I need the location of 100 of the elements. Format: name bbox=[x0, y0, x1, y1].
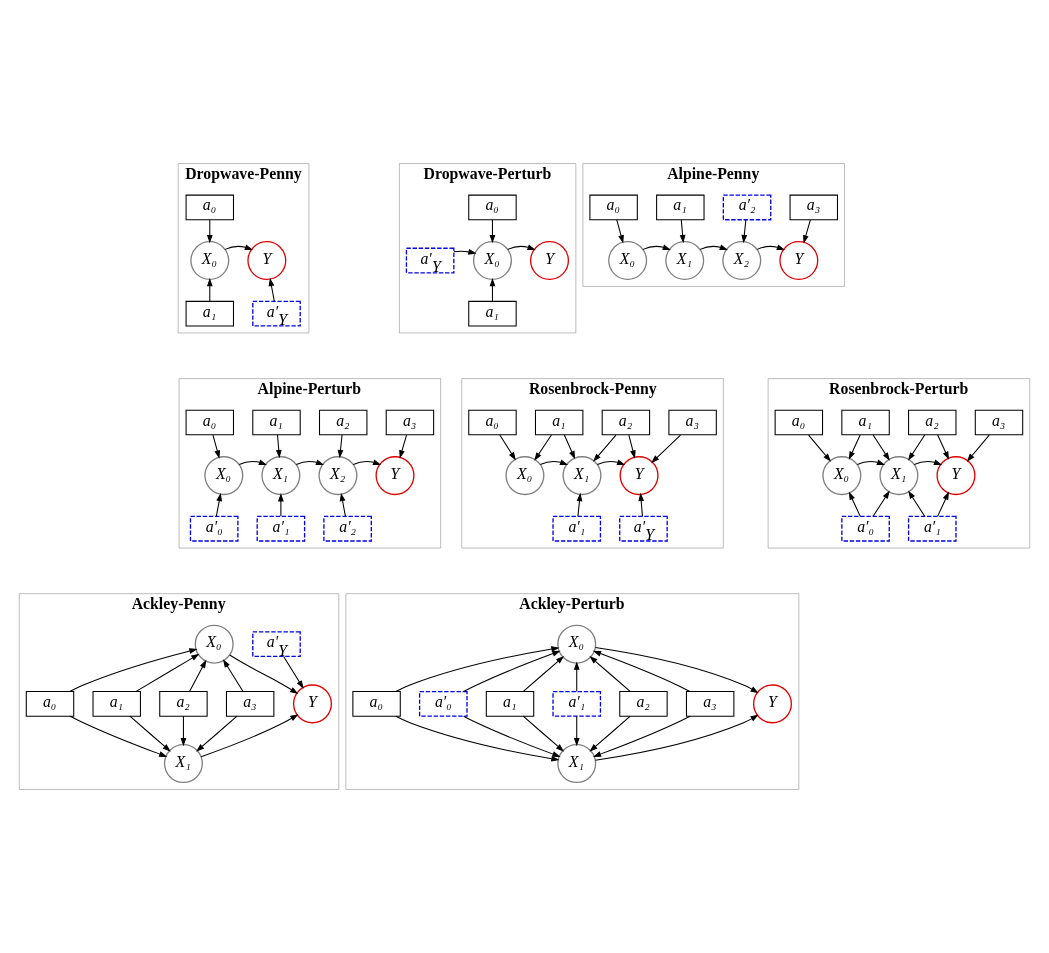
arrow bbox=[573, 715, 580, 747]
node-circle: X₀ bbox=[472, 241, 512, 281]
arrow bbox=[589, 656, 631, 692]
arrow bbox=[908, 434, 926, 461]
node-box: a′₁ bbox=[552, 690, 602, 717]
node-box: a₃ bbox=[789, 194, 838, 221]
arrow bbox=[278, 493, 284, 517]
node-box: a₂ bbox=[159, 691, 208, 717]
node-box: a′₁ bbox=[552, 515, 602, 542]
node-box: a₃ bbox=[225, 691, 275, 717]
node-box: a₃ bbox=[974, 409, 1024, 436]
node-box: a′₂ bbox=[323, 515, 372, 542]
node-box: a₀ bbox=[774, 409, 824, 436]
arrow bbox=[463, 715, 561, 757]
node-circle: Y bbox=[292, 684, 333, 724]
arrow bbox=[395, 646, 560, 692]
node-circle: X₁ bbox=[261, 456, 301, 496]
node-box: a₂ bbox=[601, 409, 651, 436]
node-box: a′₂ bbox=[722, 194, 772, 221]
node-box: a′₁ bbox=[256, 515, 306, 542]
node-box: a₁ bbox=[252, 409, 301, 436]
arrow bbox=[69, 715, 168, 757]
arrow bbox=[534, 434, 552, 461]
arrow bbox=[352, 459, 382, 466]
arrow bbox=[395, 715, 560, 762]
arrow bbox=[463, 650, 561, 693]
node-circle: X₁ bbox=[665, 241, 705, 281]
node-box: a₃ bbox=[685, 691, 735, 717]
node-circle: X₂ bbox=[722, 241, 762, 281]
arrow bbox=[872, 434, 890, 461]
arrow bbox=[642, 244, 671, 250]
arrow bbox=[180, 715, 187, 747]
arrow bbox=[206, 278, 213, 302]
arrow bbox=[337, 434, 344, 459]
node-box: a₁ bbox=[92, 691, 141, 717]
arrow bbox=[638, 492, 645, 517]
arrow bbox=[229, 654, 299, 694]
arrow bbox=[573, 661, 580, 693]
node-box: a₀ bbox=[185, 409, 234, 436]
arrow bbox=[563, 434, 576, 460]
arrow bbox=[872, 490, 890, 517]
arrow bbox=[399, 434, 408, 459]
arrow bbox=[594, 714, 759, 761]
node-box: a₀ bbox=[185, 194, 234, 221]
arrow bbox=[592, 715, 691, 757]
arrow bbox=[908, 490, 926, 517]
arrow bbox=[522, 656, 565, 692]
node-circle: Y bbox=[936, 456, 976, 496]
arrow bbox=[295, 459, 325, 466]
node-box: a₀ bbox=[25, 691, 75, 717]
node-circle: Y bbox=[375, 456, 415, 496]
arrow bbox=[616, 219, 624, 244]
arrow bbox=[268, 277, 275, 302]
node-circle: X₀ bbox=[505, 456, 545, 496]
arrow bbox=[129, 715, 171, 752]
arrow bbox=[69, 648, 198, 692]
arrow bbox=[238, 459, 268, 466]
arrow bbox=[275, 434, 282, 459]
arrow bbox=[741, 219, 748, 244]
arrow bbox=[539, 459, 569, 466]
arrow bbox=[756, 244, 786, 250]
arrow bbox=[223, 659, 244, 692]
arrow bbox=[339, 492, 346, 517]
arrow bbox=[224, 244, 254, 250]
node-circle: X₁ bbox=[562, 456, 602, 496]
node-box: a′₀ bbox=[841, 515, 890, 542]
node-box: a₁ bbox=[468, 300, 517, 327]
arrow bbox=[937, 434, 950, 460]
node-circle: Y bbox=[247, 241, 287, 281]
node-box: a₁ bbox=[656, 194, 705, 221]
node-circle: X₀ bbox=[194, 624, 234, 664]
arrow bbox=[522, 715, 565, 752]
arrow bbox=[489, 219, 496, 244]
arrow bbox=[135, 653, 200, 692]
node-box: a₁ bbox=[534, 409, 584, 436]
arrow bbox=[489, 278, 496, 302]
node-box: a₃ bbox=[385, 409, 435, 436]
arrow bbox=[206, 219, 213, 244]
node-box: a₀ bbox=[589, 194, 638, 221]
node-box: a₁ bbox=[485, 691, 535, 717]
arrow bbox=[848, 434, 861, 460]
node-box: a₂ bbox=[908, 409, 957, 436]
arrow bbox=[200, 714, 299, 758]
arrow bbox=[499, 434, 516, 461]
node-circle: X₁ bbox=[879, 456, 919, 496]
node-circle: Y bbox=[779, 241, 819, 281]
node-circle: X₀ bbox=[822, 456, 862, 496]
arrow bbox=[679, 219, 686, 244]
arrow bbox=[215, 492, 223, 517]
node-circle: X₂ bbox=[318, 456, 358, 496]
node-box: a₂ bbox=[319, 409, 368, 436]
node-box: a₁ bbox=[185, 300, 234, 327]
node-box: a′₀ bbox=[418, 690, 468, 717]
arrow bbox=[593, 434, 617, 462]
arrow bbox=[848, 491, 861, 517]
arrow bbox=[283, 655, 304, 689]
arrow bbox=[803, 219, 811, 244]
arrow bbox=[189, 659, 207, 693]
arrow bbox=[594, 647, 759, 694]
node-box: a₀ bbox=[468, 194, 517, 221]
